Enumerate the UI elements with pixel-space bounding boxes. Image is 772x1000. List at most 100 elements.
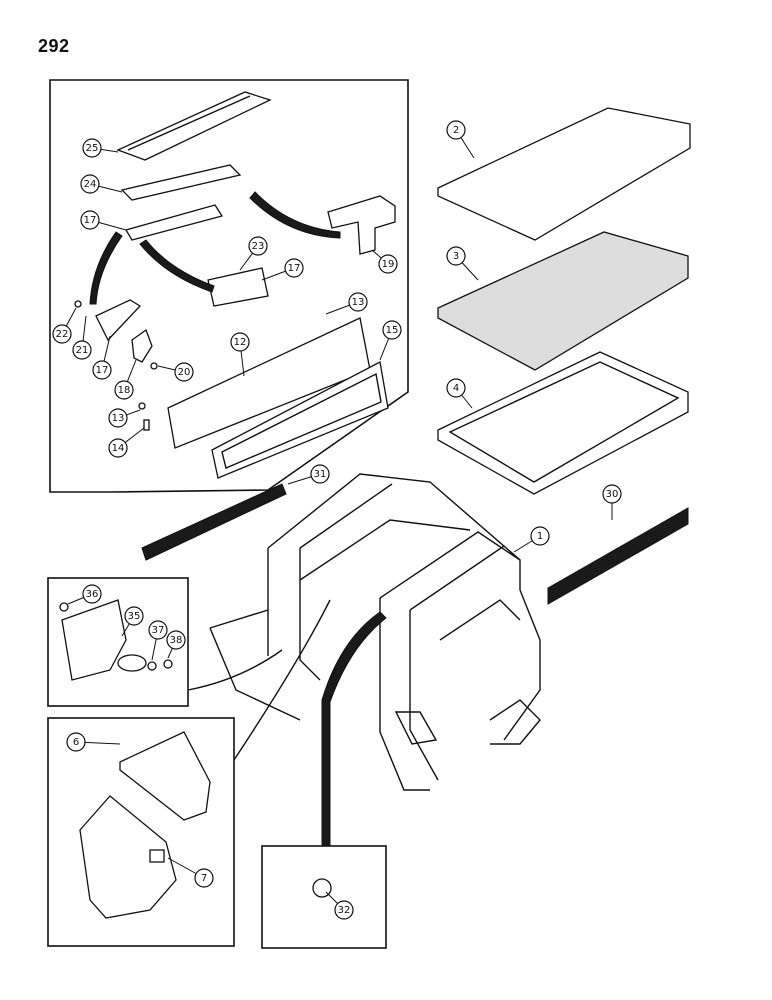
part-23-latch [207,267,269,307]
assembly-arrow-2 [139,239,215,293]
callout-circle [248,236,268,256]
callout-part-2: 2 [446,120,475,159]
callout-layer: 1234671213131415171717181920212223242530… [52,120,622,920]
callout-part-20: 20 [157,362,194,382]
part-17-lower-bracket [95,299,142,342]
part-3-headliner [437,231,689,371]
callout-label: 3 [453,251,459,262]
part-4-gasket [437,351,689,495]
callout-label: 4 [453,383,459,394]
part-30-trim-strip [547,507,689,605]
callout-part-13: 13 [108,408,141,428]
part-38-nut [163,659,173,669]
callout-label: 38 [170,635,183,646]
callout-circle [80,210,100,230]
callout-circle [148,620,168,640]
callout-part-17: 17 [261,258,304,281]
callout-circle [530,526,550,546]
part-13-clip [138,402,146,410]
callout-circle [166,630,186,650]
part-2-roof-panel [437,107,691,241]
part-22-washer [74,300,82,308]
callout-label: 32 [338,905,351,916]
callout-part-38: 38 [166,630,186,659]
callout-label: 21 [76,345,89,356]
callout-circle [230,332,250,352]
callout-part-7: 7 [167,857,214,888]
callout-part-13: 13 [325,292,368,315]
callout-part-35: 35 [121,606,144,637]
part-37-washer [147,661,157,671]
callout-circle [108,408,128,428]
assembly-arrow-1 [249,191,341,239]
page-number: 292 [38,36,70,56]
callout-label: 36 [86,589,99,600]
callout-circle [378,254,398,274]
part-7-nut [149,849,165,863]
callout-circle [310,464,330,484]
callout-circle [66,732,86,752]
callout-label: 2 [453,125,459,136]
callout-circle [446,378,466,398]
callout-label: 18 [118,385,131,396]
callout-label: 20 [178,367,191,378]
callout-part-24: 24 [80,174,123,194]
part-35-link [117,654,147,672]
callout-part-19: 19 [371,249,398,274]
callout-label: 22 [56,329,69,340]
assembly-arrow-4 [321,611,387,847]
callout-label: 24 [84,179,97,190]
callout-part-1: 1 [513,526,550,553]
callout-label: 12 [234,337,247,348]
callout-part-3: 3 [446,246,479,281]
callout-circle [446,120,466,140]
callout-circle [334,900,354,920]
callout-part-15: 15 [379,320,402,361]
callout-part-31: 31 [287,464,330,485]
callout-circle [602,484,622,504]
callout-part-12: 12 [230,332,250,377]
callout-circle [284,258,304,278]
callout-label: 13 [352,297,365,308]
callout-label: 31 [314,469,327,480]
callout-circle [124,606,144,626]
part-19-bracket [327,195,396,255]
callout-label: 15 [386,325,399,336]
assembly-arrow-3 [89,231,123,305]
callout-circle [194,868,214,888]
callout-circle [72,340,92,360]
callout-part-37: 37 [148,620,168,661]
callout-circle [348,292,368,312]
callout-circle [82,584,102,604]
part-35-hinge [61,599,127,681]
callout-circle [108,438,128,458]
callout-label: 37 [152,625,165,636]
callout-circle [82,138,102,158]
callout-part-21: 21 [72,315,92,360]
callout-part-30: 30 [602,484,622,520]
callout-label: 35 [128,611,141,622]
callout-label: 30 [606,489,619,500]
callout-part-4: 4 [446,378,473,409]
part-31-trim-strip [141,483,287,561]
callout-part-6: 6 [66,732,121,752]
callout-circle [174,362,194,382]
callout-circle [114,380,134,400]
part-6-plate [119,731,211,821]
part-7-cover [79,795,177,919]
callout-label: 23 [252,241,265,252]
callout-part-17: 17 [80,210,127,231]
part-24-pad [120,164,242,201]
callout-label: 17 [84,215,97,226]
part-15-frame [211,361,389,479]
callout-part-25: 25 [82,138,119,158]
part-1-cab-frame [209,473,541,791]
callout-label: 6 [73,737,79,748]
callout-circle [446,246,466,266]
callout-part-17: 17 [92,335,112,380]
callout-label: 19 [382,259,395,270]
callout-label: 17 [96,365,109,376]
callout-circle [80,174,100,194]
callout-part-18: 18 [114,359,137,400]
callout-part-22: 22 [52,307,77,344]
